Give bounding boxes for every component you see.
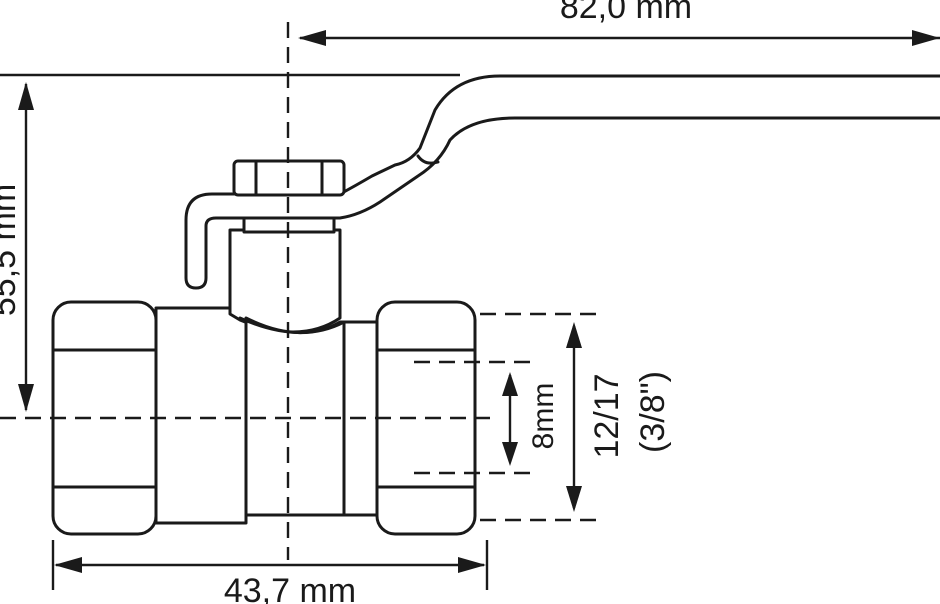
handle-length-label: 82,0 mm [560, 0, 692, 26]
lever-handle [184, 74, 940, 290]
height-label: 55,5 mm [0, 184, 23, 316]
thread-inch-label: (3/8") [634, 371, 672, 453]
body-length-label: 43,7 mm [224, 572, 356, 604]
left-body-section [154, 306, 248, 525]
thread-size-label: 12/17 [588, 373, 626, 458]
dimension-body-length: 43,7 mm [54, 557, 486, 604]
dimension-bore: 8mm [502, 372, 560, 466]
valve-body [51, 228, 477, 536]
center-lines [0, 22, 600, 560]
bore-label: 8mm [527, 383, 560, 450]
dimension-thread: 12/17 (3/8") [566, 322, 672, 512]
dimension-height: 55,5 mm [0, 82, 34, 412]
dimension-handle-length: 82,0 mm [298, 0, 940, 46]
centre-body-section [244, 316, 346, 517]
